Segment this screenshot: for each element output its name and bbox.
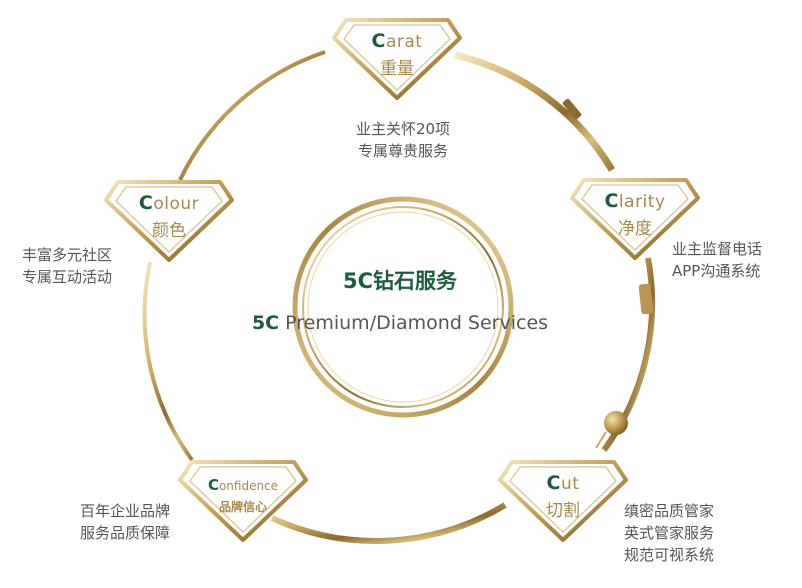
desc-clarity: 业主监督电话 APP沟通系统 [672, 238, 762, 282]
desc-line: 百年企业品牌 [80, 502, 171, 520]
center-title-en: 5C Premium/Diamond Services [230, 312, 570, 334]
diamond-label-zh: 切割 [546, 501, 580, 521]
desc-carat: 业主关怀20项 专属尊贵服务 [338, 118, 468, 162]
desc-line: 丰富多元社区 [22, 246, 113, 264]
orbit-arc-confidence-colour [142, 261, 194, 462]
orbit-arc-carat-clarity [454, 51, 616, 172]
desc-line: 缜密品质管家 [624, 502, 715, 520]
orbit-dot-stem [595, 431, 607, 449]
desc-line: 专属尊贵服务 [357, 142, 448, 160]
orbit-dot [604, 411, 628, 435]
desc-cut: 缜密品质管家 英式管家服务 规范可视系统 [624, 500, 714, 566]
diamond-label-zh: 重量 [380, 59, 414, 79]
diamond-carat: Carat 重量 [332, 18, 462, 100]
orbit-arc-colour-carat [178, 50, 326, 181]
desc-line: 业主关怀20项 [355, 120, 451, 138]
diamond-label-en: Cut [546, 472, 580, 494]
diamond-label-en: Confidence [207, 476, 279, 494]
diamond-label-zh: 品牌信心 [218, 500, 267, 514]
diamond-label-en: Clarity [604, 190, 666, 212]
desc-line: 业主监督电话 [672, 240, 763, 258]
center-title-en-prefix: 5C [251, 312, 280, 334]
desc-confidence: 百年企业品牌 服务品质保障 [80, 500, 170, 544]
diamond-clarity: Clarity 净度 [570, 178, 700, 260]
desc-line: 规范可视系统 [624, 546, 715, 564]
orbit-accent-bar [562, 98, 582, 120]
diamond-confidence: Confidence 品牌信心 [178, 460, 308, 542]
orbit-accent-bar [638, 283, 654, 315]
diamond-cut: Cut 切割 [498, 460, 628, 542]
center-title-en-rest: Premium/Diamond Services [279, 312, 549, 334]
desc-line: APP沟通系统 [672, 262, 761, 280]
center-title-zh: 5C钻石服务 [342, 269, 458, 293]
diamond-label-en: Colour [138, 192, 200, 214]
desc-line: 英式管家服务 [624, 524, 715, 542]
diamond-label-en: Carat [371, 30, 423, 52]
center-ring [292, 196, 514, 418]
diamond-label-zh: 净度 [618, 219, 652, 239]
desc-line: 专属互动活动 [22, 268, 113, 286]
desc-colour: 丰富多元社区 专属互动活动 [22, 244, 112, 288]
desc-line: 服务品质保障 [80, 524, 171, 542]
diamond-colour: Colour 颜色 [104, 180, 234, 262]
orbit-arc-cut-confidence [270, 502, 507, 544]
diamond-label-zh: 颜色 [152, 221, 186, 241]
